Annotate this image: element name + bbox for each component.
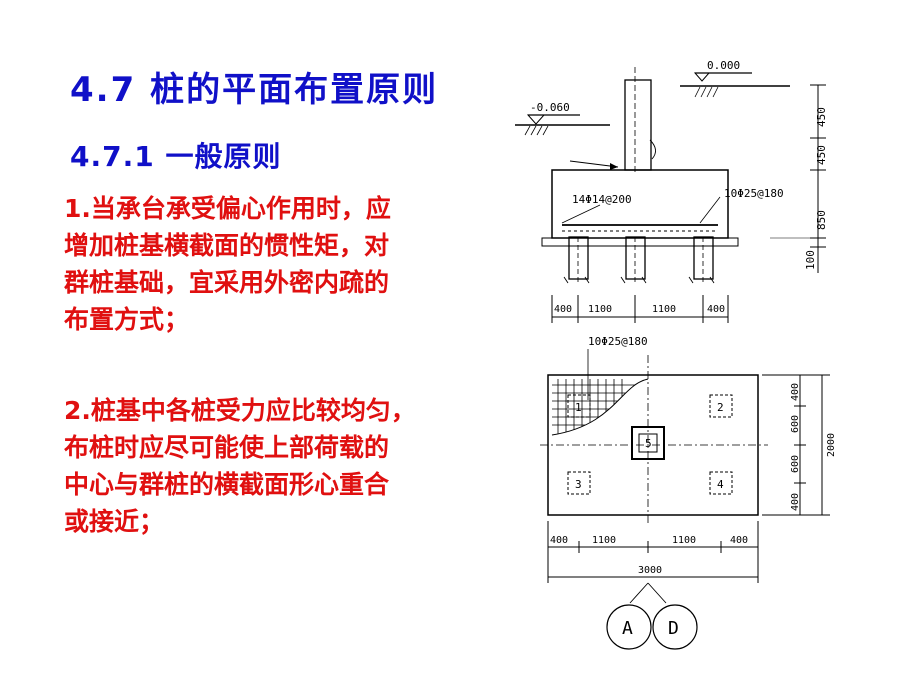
plan-dim-bottom: 1100 <box>592 535 616 546</box>
plan-dim-right: 600 <box>790 455 801 473</box>
section-dim-bottom: 400 <box>554 304 572 315</box>
rule-1-line: 1.当承台承受偏心作用时，应 <box>64 194 391 223</box>
section-dim-right: 450 <box>815 107 828 127</box>
plan-dim-bottom: 400 <box>730 535 748 546</box>
plan-dim-bottom: 400 <box>550 535 568 546</box>
plan-dim-bottom: 1100 <box>672 535 696 546</box>
plan-total-width: 3000 <box>638 565 662 576</box>
section-subtitle: 4.7.1 一般原则 <box>70 140 282 173</box>
elevation-top-label: 0.000 <box>707 59 740 72</box>
section-dim-right: 100 <box>804 250 817 270</box>
plan-dim-right: 600 <box>790 415 801 433</box>
section-view: 0.000 -0.060 14Φ14@200 10Φ25@180 <box>515 59 828 323</box>
rule-1-paragraph: 1.当承台承受偏心作用时，应 增加桩基横截面的惯性矩，对 群桩基础，宜采用外密内… <box>64 190 484 338</box>
pile-number: 5 <box>645 437 652 450</box>
rebar-bottom-label: 14Φ14@200 <box>572 193 632 206</box>
axis-label: D <box>668 618 679 639</box>
plan-dim-right: 400 <box>790 383 801 401</box>
rule-1-line: 群桩基础，宜采用外密内疏的 <box>64 268 390 297</box>
rule-1-line: 增加桩基横截面的惯性矩，对 <box>64 231 390 260</box>
rebar-top-label: 10Φ25@180 <box>724 187 784 200</box>
plan-view: 10Φ25@180 1 2 3 4 5 <box>540 335 837 650</box>
axis-label: A <box>622 618 633 639</box>
pile-number: 3 <box>575 478 582 491</box>
section-dim-right: 850 <box>815 210 828 230</box>
rule-2-line: 2.桩基中各桩受力应比较均匀， <box>64 396 416 425</box>
slide-title: 4.7 桩的平面布置原则 <box>70 70 439 110</box>
plan-rebar-label: 10Φ25@180 <box>588 335 648 348</box>
plan-dim-right: 400 <box>790 493 801 511</box>
plan-total-height: 2000 <box>826 433 837 457</box>
elevation-side-label: -0.060 <box>530 101 570 114</box>
rule-2-line: 布桩时应尽可能使上部荷载的 <box>64 433 390 462</box>
section-dim-bottom: 400 <box>707 304 725 315</box>
rule-2-line: 中心与群桩的横截面形心重合 <box>64 470 390 499</box>
pile-number: 1 <box>575 401 582 414</box>
rule-2-line: 或接近； <box>64 507 165 536</box>
section-dim-bottom: 1100 <box>588 304 612 315</box>
section-dim-bottom: 1100 <box>652 304 676 315</box>
pile-number: 2 <box>717 401 724 414</box>
rule-1-line: 布置方式； <box>64 305 190 334</box>
rule-2-paragraph: 2.桩基中各桩受力应比较均匀， 布桩时应尽可能使上部荷载的 中心与群桩的横截面形… <box>64 392 484 540</box>
pile-cap-drawing: 0.000 -0.060 14Φ14@200 10Φ25@180 <box>515 59 837 650</box>
pile-number: 4 <box>717 478 724 491</box>
section-dim-right: 450 <box>815 145 828 165</box>
